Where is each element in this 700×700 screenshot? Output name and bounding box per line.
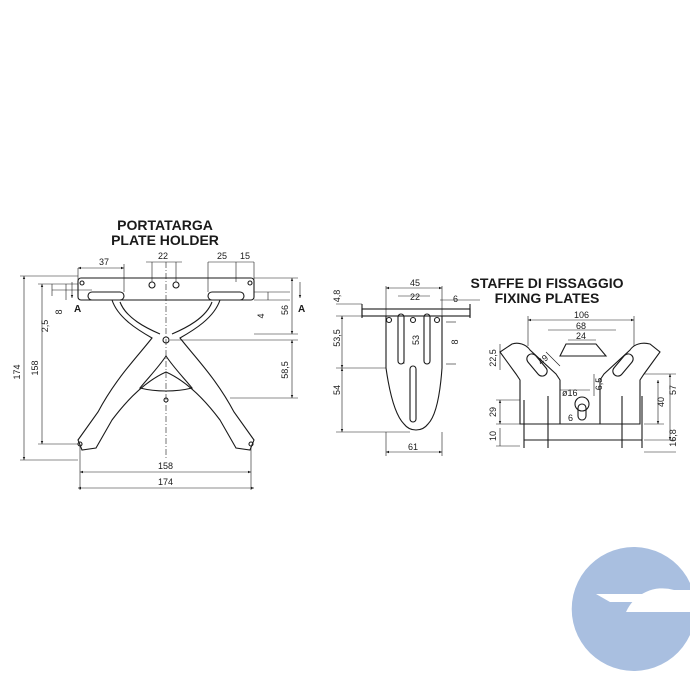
fixing-hole-16	[574, 396, 590, 412]
fixing-plates-title: STAFFE DI FISSAGGIO FIXING PLATES	[462, 276, 632, 306]
bracket-hole-3	[433, 316, 441, 324]
dim-53-5: 53,5	[332, 329, 342, 347]
fixing-plates-title-en: FIXING PLATES	[494, 290, 600, 306]
plate-holder-title-en: PLATE HOLDER	[111, 232, 219, 248]
dim-22-middle: 22	[410, 292, 420, 302]
hole-corner-left	[79, 280, 85, 286]
dim-22: 22	[158, 251, 168, 261]
fixing-plates-title-it: STAFFE DI FISSAGGIO	[470, 275, 624, 291]
bracket-body	[385, 316, 443, 431]
plate-holder-dimensions	[20, 261, 302, 490]
dim-16-8: 16,8	[668, 429, 678, 447]
bracket-hole-1	[385, 316, 393, 324]
fixing-plates-dimensions	[496, 316, 676, 453]
dim-29: 29	[488, 407, 498, 417]
dim-6-fixing: 6	[568, 413, 573, 423]
dim-56: 56	[280, 305, 290, 315]
dim-158-vertical: 158	[30, 360, 40, 375]
dim-dia-16: ø16	[562, 388, 578, 398]
plate-holder-drawing	[77, 262, 255, 458]
bracket-slot-lower	[409, 365, 417, 423]
dim-6-middle: 6	[453, 294, 458, 304]
bracket-hole-2	[409, 316, 417, 324]
dim-8-middle: 8	[450, 339, 460, 344]
fixing-slot-left	[526, 353, 548, 377]
middle-bracket-dimension-labels: 45 22 6 4,8 53,5 54 53 8 61	[332, 278, 460, 452]
hole-corner-right	[247, 280, 253, 286]
dim-158-horizontal: 158	[158, 461, 173, 471]
dim-106: 106	[574, 310, 589, 320]
dim-8-left: 8	[54, 309, 64, 314]
middle-bracket-drawing	[361, 304, 471, 431]
fixing-hole-slot	[577, 403, 587, 421]
right-slot	[207, 291, 245, 301]
inner-curve-right	[171, 301, 213, 335]
dim-61: 61	[408, 442, 418, 452]
section-marker-left: A	[74, 304, 81, 315]
dim-4: 4	[256, 313, 266, 318]
dim-45: 45	[410, 278, 420, 288]
bracket-slot-left	[397, 313, 405, 365]
dim-53-inner: 53	[411, 335, 421, 345]
dim-174-vertical: 174	[12, 364, 22, 379]
dim-40: 40	[656, 397, 666, 407]
fixing-plates-drawing	[499, 342, 661, 448]
fixing-plate-top-tab	[559, 343, 608, 357]
hole-top-right	[172, 281, 180, 289]
dim-22-5: 22,5	[488, 349, 498, 367]
dim-68: 68	[576, 321, 586, 331]
dim-4-8: 4,8	[332, 290, 342, 303]
dim-58-5: 58,5	[280, 361, 290, 379]
dim-24: 24	[576, 331, 586, 341]
dim-6-5: 6,5	[594, 378, 604, 391]
dim-174-horizontal: 174	[158, 477, 173, 487]
inner-curve-left	[119, 301, 161, 335]
dim-25: 25	[217, 251, 227, 261]
fixing-slot-right	[612, 353, 634, 377]
dim-57: 57	[668, 385, 678, 395]
bracket-slot-right	[423, 313, 431, 365]
dim-37: 37	[99, 257, 109, 267]
plate-holder-title-it: PORTATARGA	[117, 217, 213, 233]
fixing-plate-outline	[499, 342, 661, 425]
dim-54: 54	[332, 385, 342, 395]
bracket-top-bar	[361, 308, 471, 317]
plate-holder-dimension-labels: 37 22 25 15 174 158 2,5 8 A A 4 56 58,5 …	[12, 251, 305, 487]
dim-10: 10	[488, 431, 498, 441]
hole-top-left	[148, 281, 156, 289]
company-logo-icon	[571, 546, 690, 672]
left-slot	[87, 291, 125, 301]
fixing-plates-dimension-labels: 106 68 24 22,5 49 ø16 6,5 6 29 10 57 40 …	[488, 310, 678, 447]
plate-holder-title: PORTATARGA PLATE HOLDER	[95, 218, 235, 248]
middle-bracket-dimensions	[336, 286, 480, 456]
section-marker-right: A	[298, 304, 305, 315]
dim-15: 15	[240, 251, 250, 261]
dim-2-5: 2,5	[40, 320, 50, 333]
dim-49: 49	[536, 353, 550, 367]
